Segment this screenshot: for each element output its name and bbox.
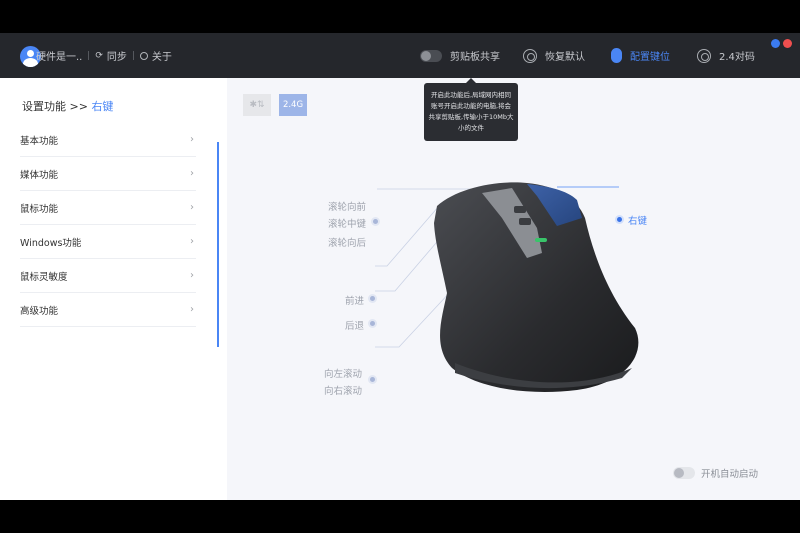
breadcrumb: 设置功能 >> 右键 xyxy=(22,98,113,114)
chevron-right-icon: › xyxy=(190,270,194,281)
clipboard-share-toggle[interactable]: 剪贴板共享 xyxy=(420,33,500,78)
restore-default-button[interactable]: 恢复默认 xyxy=(523,33,585,78)
pairing-icon xyxy=(697,48,711,63)
right-button-hotspot[interactable] xyxy=(617,217,622,222)
label-forward: 前进 xyxy=(345,296,365,307)
back-hotspot[interactable] xyxy=(370,321,375,326)
sync-label: 同步 xyxy=(106,52,127,63)
avatar[interactable] xyxy=(20,46,41,67)
autostart-label: 开机自动启动 xyxy=(701,469,759,480)
menu-item-windows[interactable]: Windows功能 › xyxy=(20,225,196,259)
mouse-illustration xyxy=(375,182,639,392)
info-icon xyxy=(139,51,148,60)
chevron-right-icon: › xyxy=(190,236,194,247)
divider xyxy=(132,51,134,60)
label-scroll-back: 滚轮向后 xyxy=(328,238,367,249)
restore-default-label: 恢复默认 xyxy=(545,52,585,63)
main-panel: ✱⇅ 2.4G xyxy=(227,78,800,500)
config-keys-button[interactable]: 配置键位 xyxy=(611,33,670,78)
label-scroll-right: 向右滚动 xyxy=(324,386,363,397)
label-right-button: 右键 xyxy=(628,216,648,227)
function-menu: 基本功能 › 媒体功能 › 鼠标功能 › Windows功能 › 鼠标灵敏度 › 高级功能… xyxy=(20,123,196,327)
forward-hotspot[interactable] xyxy=(370,296,375,301)
chevron-right-icon: › xyxy=(190,168,194,179)
config-keys-label: 配置键位 xyxy=(630,52,670,63)
restore-icon xyxy=(523,48,537,63)
menu-item-label: 高级功能 xyxy=(20,305,59,317)
about-label: 关于 xyxy=(151,52,172,63)
minimize-button[interactable] xyxy=(771,39,780,48)
menu-item-label: 鼠标灵敏度 xyxy=(20,271,68,283)
menu-item-label: 媒体功能 xyxy=(20,169,59,181)
tilt-hotspot[interactable] xyxy=(370,377,375,382)
menu-item-label: 鼠标功能 xyxy=(20,203,59,215)
label-back: 后退 xyxy=(345,321,365,332)
menu-item-label: Windows功能 xyxy=(20,237,82,249)
breadcrumb-root: 设置功能 >> xyxy=(22,100,88,113)
clipboard-tooltip: 开启此功能后,局域网内相同账号开启此功能的电脑,将会共享剪贴板,传输小于10Mb… xyxy=(424,78,518,141)
divider xyxy=(88,51,90,60)
pairing-button[interactable]: 2.4对码 xyxy=(697,33,755,78)
menu-item-sensitivity[interactable]: 鼠标灵敏度 › xyxy=(20,259,196,293)
2.4g-mode-button[interactable]: 2.4G xyxy=(279,94,307,116)
scrollbar[interactable] xyxy=(217,142,219,347)
mouse-icon xyxy=(611,48,622,63)
menu-item-advanced[interactable]: 高级功能 › xyxy=(20,293,196,327)
toggle-switch[interactable] xyxy=(673,467,695,479)
scroll-middle-hotspot[interactable] xyxy=(373,219,378,224)
menu-item-basic[interactable]: 基本功能 › xyxy=(20,123,196,157)
menu-item-label: 基本功能 xyxy=(20,135,59,147)
chevron-right-icon: › xyxy=(190,134,194,145)
sync-icon: ⟳ xyxy=(95,50,103,61)
username[interactable]: 硬件是一.. xyxy=(36,52,83,63)
breadcrumb-current: 右键 xyxy=(91,100,114,113)
app-window: 硬件是一.. ⟳ 同步 关于 剪贴板共享 恢复默认 配置键位 2 xyxy=(0,33,800,500)
about-button[interactable]: 关于 xyxy=(139,48,172,63)
close-button[interactable] xyxy=(783,39,792,48)
menu-item-media[interactable]: 媒体功能 › xyxy=(20,157,196,191)
sync-button[interactable]: ⟳ 同步 xyxy=(95,48,127,64)
clipboard-share-label: 剪贴板共享 xyxy=(450,52,500,63)
bluetooth-mode-button[interactable]: ✱⇅ xyxy=(243,94,271,116)
chevron-right-icon: › xyxy=(190,304,194,315)
label-scroll-left: 向左滚动 xyxy=(324,369,363,380)
top-bar: 硬件是一.. ⟳ 同步 关于 剪贴板共享 恢复默认 配置键位 2 xyxy=(0,33,800,78)
toggle-switch[interactable] xyxy=(420,49,442,62)
sidebar: 设置功能 >> 右键 基本功能 › 媒体功能 › 鼠标功能 › Windows功能 › … xyxy=(0,78,227,500)
autostart-toggle[interactable]: 开机自动启动 xyxy=(673,466,758,480)
chevron-right-icon: › xyxy=(190,202,194,213)
menu-item-mouse[interactable]: 鼠标功能 › xyxy=(20,191,196,225)
pairing-label: 2.4对码 xyxy=(719,52,755,63)
label-scroll-middle: 滚轮中键 xyxy=(328,219,367,230)
label-scroll-forward: 滚轮向前 xyxy=(328,202,367,213)
user-area: 硬件是一.. ⟳ 同步 关于 xyxy=(36,33,172,78)
